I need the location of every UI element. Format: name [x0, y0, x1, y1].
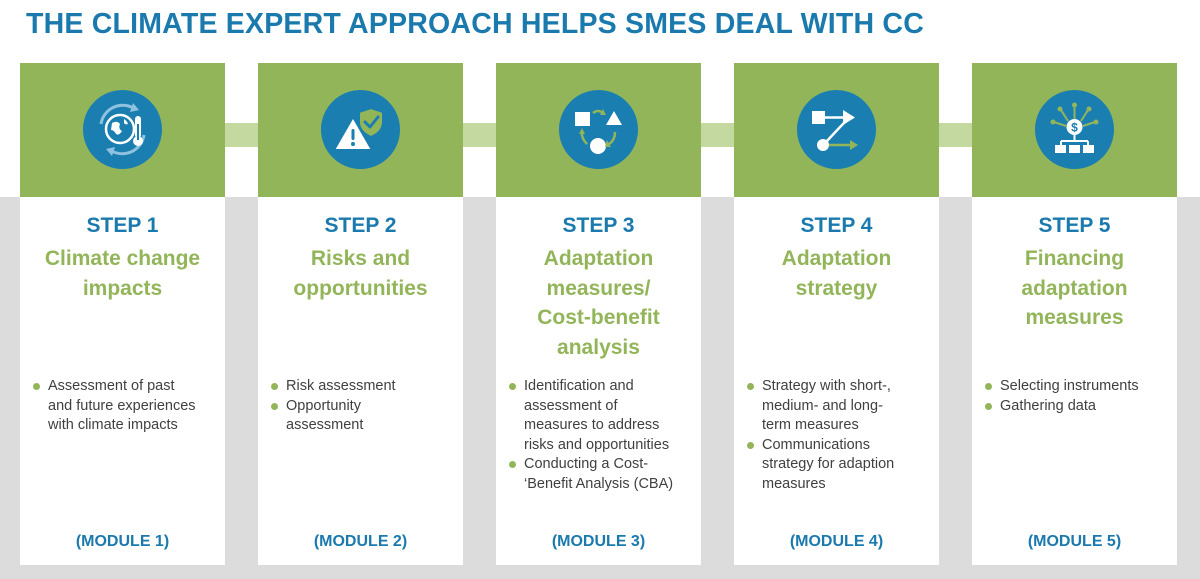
step-header: [496, 63, 701, 197]
step-bullets: Risk assessment Opportunity assessment: [270, 377, 460, 436]
step-title: Adaptation strategy: [781, 247, 892, 300]
step-label: STEP 5: [1038, 214, 1111, 237]
step-card-1: STEP 1 Climate change impacts Assessment…: [20, 63, 225, 565]
step-header: [20, 63, 225, 197]
shapes-cycle-icon: [559, 90, 638, 169]
module-label: (MODULE 2): [313, 533, 408, 550]
bullet-item: Strategy with short-, medium- and long- …: [746, 377, 936, 436]
bullet-item: Risk assessment: [270, 377, 460, 397]
bullet-item: Opportunity assessment: [270, 397, 460, 436]
globe-thermometer-icon: [83, 90, 162, 169]
step-bullets: Selecting instruments Gathering data: [984, 377, 1174, 416]
bullet-item: Identification and assessment of measure…: [508, 377, 698, 455]
step-title: Adaptation measures/ Cost-benefit analys…: [537, 247, 660, 359]
bullet-item: Gathering data: [984, 397, 1174, 417]
page-title: THE CLIMATE EXPERT APPROACH HELPS SMES D…: [26, 8, 924, 40]
step-body: STEP 5 Financing adaptation measures Sel…: [972, 197, 1177, 565]
step-label: STEP 3: [562, 214, 635, 237]
step-header: [258, 63, 463, 197]
step-card-3: STEP 3 Adaptation measures/ Cost-benefit…: [496, 63, 701, 565]
step-card-2: STEP 2 Risks and opportunities Risk asse…: [258, 63, 463, 565]
step-header: [734, 63, 939, 197]
module-label: (MODULE 5): [1027, 533, 1122, 550]
bullet-item: Assessment of past and future experience…: [32, 377, 222, 436]
step-body: STEP 1 Climate change impacts Assessment…: [20, 197, 225, 565]
bullet-item: Communications strategy for adaption mea…: [746, 436, 936, 495]
warning-shield-icon: [321, 90, 400, 169]
step-body: STEP 4 Adaptation strategy Strategy with…: [734, 197, 939, 565]
step-card-5: $ STEP 5 Financing adaptation measures S…: [972, 63, 1177, 565]
bullet-item: Conducting a Cost- ‘Benefit Analysis (CB…: [508, 455, 698, 494]
step-bullets: Strategy with short-, medium- and long- …: [746, 377, 936, 494]
step-body: STEP 3 Adaptation measures/ Cost-benefit…: [496, 197, 701, 565]
step-label: STEP 1: [86, 214, 159, 237]
step-title: Climate change impacts: [44, 247, 201, 300]
step-bullets: Assessment of past and future experience…: [32, 377, 222, 436]
step-header: $: [972, 63, 1177, 197]
step-body: STEP 2 Risks and opportunities Risk asse…: [258, 197, 463, 565]
module-label: (MODULE 4): [789, 533, 884, 550]
bullet-item: Selecting instruments: [984, 377, 1174, 397]
step-bullets: Identification and assessment of measure…: [508, 377, 698, 494]
strategy-flow-icon: [797, 90, 876, 169]
step-card-4: STEP 4 Adaptation strategy Strategy with…: [734, 63, 939, 565]
module-label: (MODULE 1): [75, 533, 170, 550]
module-label: (MODULE 3): [551, 533, 646, 550]
step-title: Risks and opportunities: [293, 247, 428, 300]
step-label: STEP 4: [800, 214, 873, 237]
step-label: STEP 2: [324, 214, 397, 237]
svg-text:$: $: [1071, 121, 1078, 135]
finance-network-icon: $: [1035, 90, 1114, 169]
step-title: Financing adaptation measures: [1021, 247, 1128, 329]
